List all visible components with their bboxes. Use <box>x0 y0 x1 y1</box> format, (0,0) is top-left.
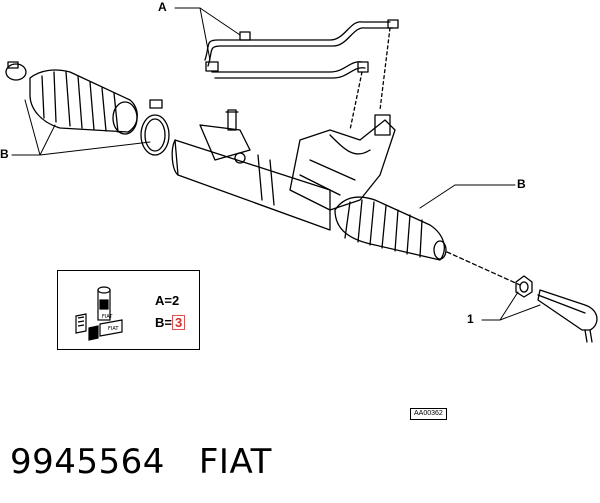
legend-b: B=3 <box>155 315 186 330</box>
reference-code: AA00362 <box>410 408 447 420</box>
steering-rack-exploded-diagram <box>5 7 598 343</box>
part-number: 9945564 <box>10 442 165 482</box>
left-boot-and-clamps-b <box>5 61 170 156</box>
legend-b-value: 3 <box>171 315 186 330</box>
hydraulic-pipes-a <box>204 19 399 131</box>
legend-a: A=2 <box>155 293 180 308</box>
callout-1: 1 <box>467 312 474 326</box>
legend-b-prefix: B= <box>155 315 172 330</box>
callout-b-left: B <box>0 147 9 161</box>
callout-leaders <box>11 7 541 321</box>
rack-housing <box>171 109 396 231</box>
right-boot-b <box>334 196 447 261</box>
callout-b-right: B <box>517 177 526 191</box>
footer-caption: 9945564 FIAT <box>10 440 272 484</box>
tie-rod-end-1 <box>446 251 598 343</box>
brand-name: FIAT <box>198 442 272 482</box>
icon-label-1: FIAT <box>102 314 113 320</box>
callout-a: A <box>158 0 167 14</box>
legend-box: FIAT FIAT A=2 B=3 <box>57 270 200 350</box>
icon-label-2: FIAT <box>108 326 119 332</box>
clamp-and-bellows-icon: FIAT FIAT <box>75 286 123 341</box>
